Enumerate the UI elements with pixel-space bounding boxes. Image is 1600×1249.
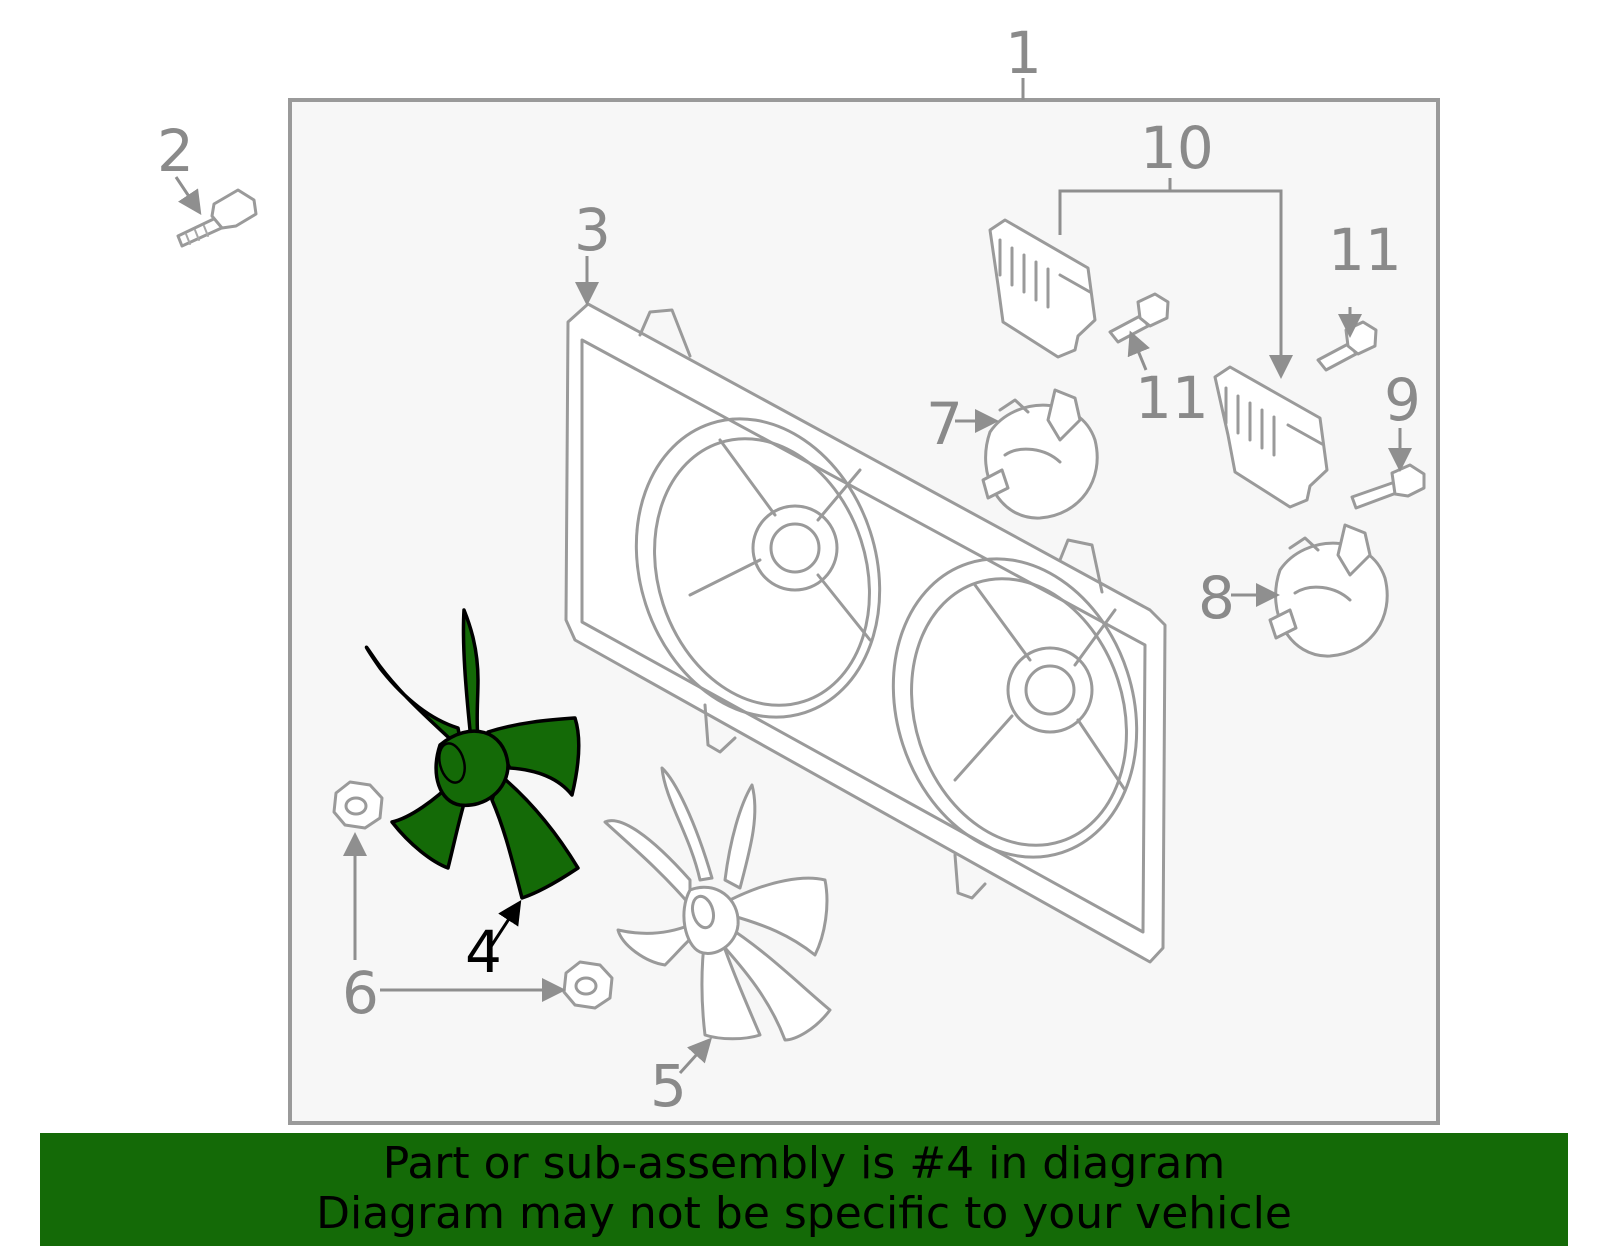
part-11-screw-b (1316, 320, 1378, 372)
part-9-bolt (1350, 463, 1426, 510)
banner-line-1: Part or sub-assembly is #4 in diagram (382, 1138, 1226, 1189)
callout-11a: 11 (1135, 364, 1209, 432)
part-5-fan (603, 766, 832, 1042)
part-2-bolt (176, 188, 258, 248)
notice-banner: Part or sub-assembly is #4 in diagram Di… (40, 1133, 1568, 1246)
part-10-module-a (988, 218, 1097, 359)
callout-6: 6 (342, 959, 379, 1027)
callout-8: 8 (1198, 564, 1235, 632)
callout-5: 5 (650, 1052, 687, 1120)
callout-3: 3 (574, 196, 611, 264)
callout-9: 9 (1384, 366, 1421, 434)
callout-4: 4 (465, 918, 502, 986)
leader-11a (1127, 330, 1150, 371)
callout-10: 10 (1140, 114, 1214, 182)
leader-2 (174, 176, 202, 215)
part-6-nut-a (332, 780, 384, 830)
part-6-nut-b (562, 960, 614, 1010)
callout-2: 2 (157, 117, 194, 185)
part-10-module-b (1213, 365, 1329, 509)
leader-5 (678, 1037, 713, 1075)
part-4-fan-highlighted (364, 608, 581, 900)
part-8-motor (1268, 523, 1389, 658)
callout-7: 7 (926, 390, 963, 458)
banner-line-2: Diagram may not be specific to your vehi… (316, 1188, 1292, 1239)
callout-11b: 11 (1328, 216, 1402, 284)
leader-4 (488, 899, 522, 949)
part-7-motor (981, 388, 1099, 520)
part-11-screw-a (1108, 292, 1170, 344)
callout-1: 1 (1005, 19, 1042, 87)
part-3-fan-shroud (564, 302, 1167, 964)
